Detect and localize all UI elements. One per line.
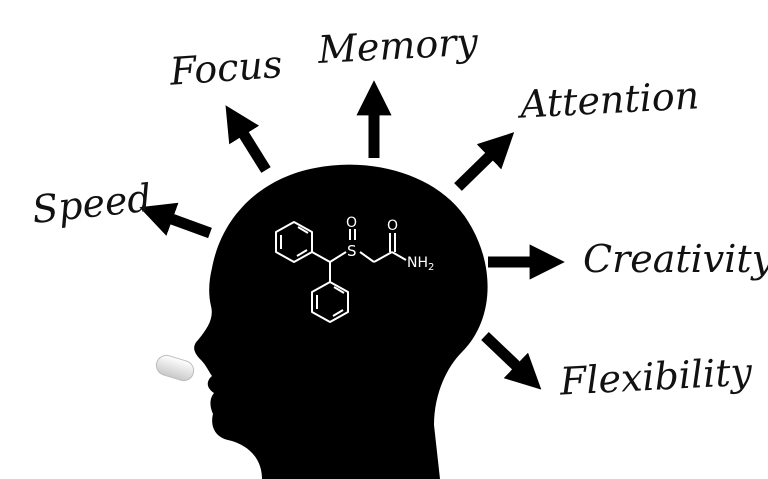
arrow-speed bbox=[139, 202, 212, 239]
atom-oxygen-carbonyl: O bbox=[387, 218, 398, 234]
atom-oxygen-sulfoxide: O bbox=[346, 215, 357, 231]
arrow-flexibility bbox=[481, 332, 542, 390]
phenyl-ring-upper bbox=[275, 221, 313, 263]
atom-amide: NH2 bbox=[407, 255, 434, 273]
bond bbox=[329, 251, 347, 263]
phenyl-ring-lower bbox=[311, 281, 349, 323]
label-flexibility: Flexibility bbox=[558, 350, 754, 404]
molecule-structure bbox=[275, 221, 407, 323]
ring-double-bond bbox=[333, 286, 345, 294]
label-speed: Speed bbox=[30, 176, 154, 232]
ring-double-bond bbox=[297, 226, 309, 234]
arrow-attention bbox=[454, 132, 515, 191]
label-creativity: Creativity bbox=[583, 237, 768, 281]
head-silhouette bbox=[194, 164, 488, 479]
ring-double-bond bbox=[332, 309, 344, 317]
arrow-focus bbox=[225, 105, 271, 173]
amide-subscript: 2 bbox=[428, 262, 434, 273]
label-attention: Attention bbox=[516, 73, 700, 126]
label-memory: Memory bbox=[316, 20, 480, 72]
ring-double-bond bbox=[296, 249, 308, 257]
atom-sulfur: S bbox=[347, 242, 357, 260]
pill-capsule bbox=[155, 354, 195, 382]
bond bbox=[311, 251, 331, 263]
bond bbox=[391, 251, 407, 261]
amide-label: NH bbox=[407, 255, 428, 271]
arrows bbox=[139, 80, 565, 390]
bond bbox=[359, 251, 375, 263]
label-focus: Focus bbox=[167, 42, 283, 94]
bond bbox=[373, 251, 393, 263]
